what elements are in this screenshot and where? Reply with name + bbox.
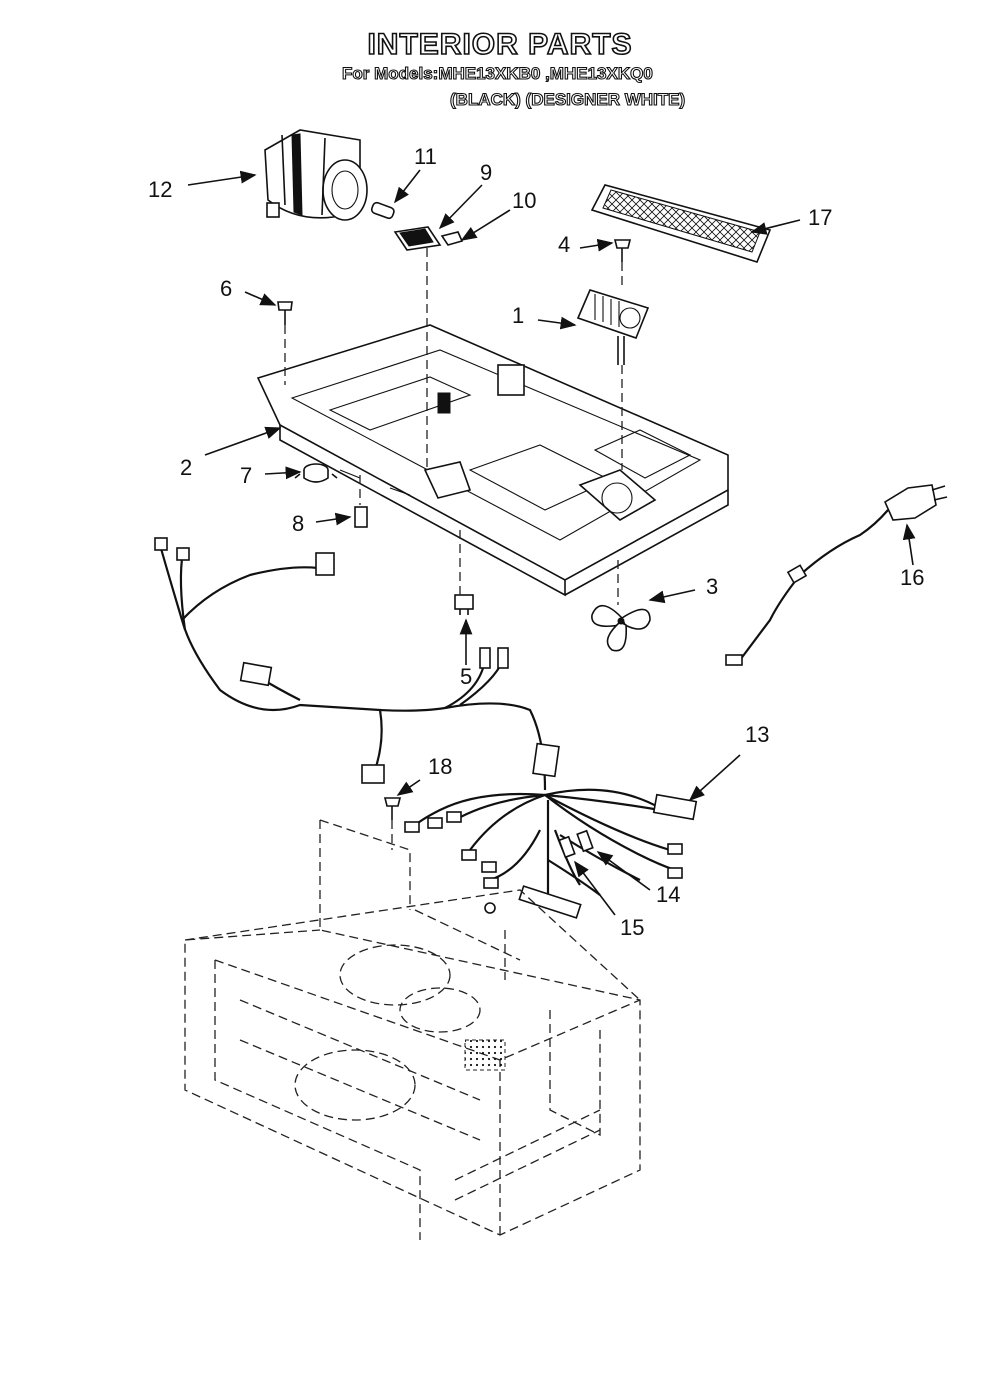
wire-harness-upper [154, 537, 560, 791]
assembly-guide-lines [284, 248, 623, 850]
microwave-cavity-outline [184, 819, 641, 1240]
switch-bracket-part [393, 226, 442, 251]
callout-16: 16 [900, 565, 924, 590]
callout-17: 17 [808, 205, 832, 230]
callout-labels: 1 2 3 4 5 6 7 8 9 10 11 12 13 14 15 16 1… [148, 144, 924, 940]
screw-part-18 [383, 797, 402, 820]
callout-9: 9 [480, 160, 492, 185]
screw-part-6 [277, 301, 293, 325]
heat-sink-part [576, 289, 650, 365]
callout-2: 2 [180, 455, 192, 480]
blower-motor-part [264, 129, 368, 221]
callout-8: 8 [292, 511, 304, 536]
callout-15: 15 [620, 915, 644, 940]
callout-12: 12 [148, 177, 172, 202]
callout-leaders [187, 169, 916, 916]
power-cord-part [725, 484, 948, 666]
callout-14: 14 [656, 882, 680, 907]
callout-1: 1 [512, 303, 524, 328]
clip-part [440, 231, 464, 246]
colors-line: (BLACK) (DESIGNER WHITE) [449, 89, 686, 109]
callout-7: 7 [240, 463, 252, 488]
fan-blade-part [591, 604, 651, 652]
thermal-fuse-part [370, 201, 395, 220]
callout-10: 10 [512, 188, 536, 213]
callout-4: 4 [558, 232, 570, 257]
models-line: For Models:MHE13XKB0 ,MHE13XKQ0 [341, 63, 653, 83]
screw-part-4 [613, 239, 632, 262]
grease-filter-part [590, 184, 772, 263]
page-title: INTERIOR PARTS [367, 27, 633, 62]
callout-6: 6 [220, 276, 232, 301]
callout-18: 18 [428, 754, 452, 779]
callout-3: 3 [706, 574, 718, 599]
callout-11: 11 [414, 144, 437, 169]
callout-13: 13 [745, 722, 769, 747]
interlock-switch-part-5 [454, 594, 474, 615]
wire-harness-lower [404, 788, 698, 919]
interlock-switch-part-8 [354, 506, 368, 528]
callout-5: 5 [460, 664, 472, 689]
